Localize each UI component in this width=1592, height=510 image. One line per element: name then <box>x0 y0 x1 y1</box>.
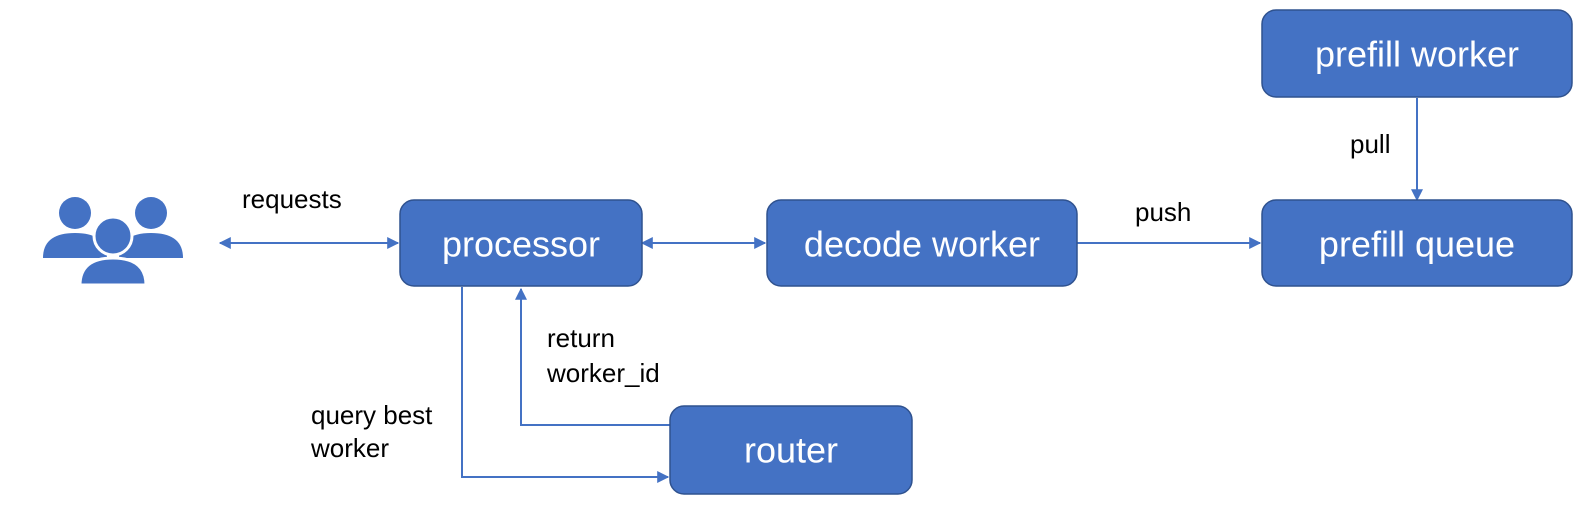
label-requests: requests <box>242 184 342 214</box>
label-worker-id: worker_id <box>546 358 660 388</box>
edge-return-worker-id <box>515 287 670 426</box>
node-processor: processor <box>399 199 643 287</box>
node-router: router <box>669 405 913 495</box>
users-icon <box>43 197 183 287</box>
node-prefill-worker-label: prefill worker <box>1315 34 1519 75</box>
label-query-best: query best <box>311 400 433 430</box>
node-prefill-worker: prefill worker <box>1261 9 1573 98</box>
label-push: push <box>1135 197 1191 227</box>
node-decode-worker-label: decode worker <box>804 224 1040 265</box>
node-processor-label: processor <box>442 224 600 265</box>
node-router-label: router <box>744 430 838 471</box>
label-return: return <box>547 323 615 353</box>
node-prefill-queue: prefill queue <box>1261 199 1573 287</box>
edge-query-best-worker <box>461 287 670 483</box>
label-pull: pull <box>1350 129 1390 159</box>
node-decode-worker: decode worker <box>766 199 1078 287</box>
label-worker: worker <box>310 433 389 463</box>
node-prefill-queue-label: prefill queue <box>1319 224 1515 265</box>
